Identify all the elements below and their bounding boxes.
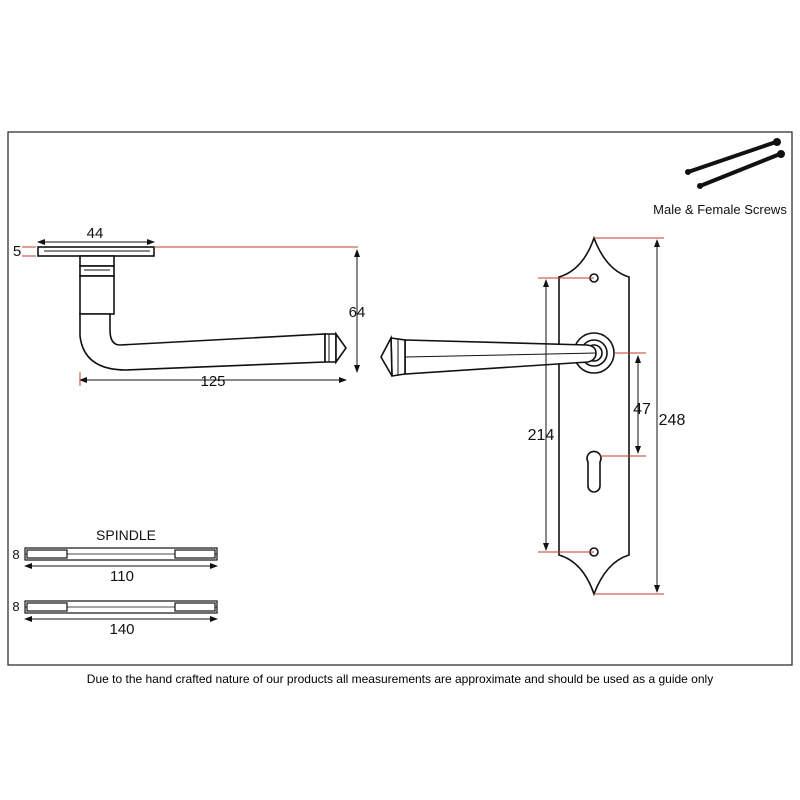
dim-plate-height: 248	[659, 412, 686, 429]
spindle-long	[24, 600, 218, 614]
dim-spindle-short-size: 8	[12, 547, 19, 562]
dim-centre-to-keyhole: 47	[633, 401, 651, 418]
lever-side-view	[37, 246, 347, 371]
dim-spindle-short-length: 110	[110, 568, 134, 585]
spindle-short	[24, 547, 218, 561]
dim-spindle-long-length: 140	[109, 621, 134, 638]
side-dimensions	[22, 239, 360, 386]
spindle-label: SPINDLE	[96, 527, 156, 543]
dim-rose-thickness: 5	[13, 243, 21, 260]
backplate-front-view	[380, 235, 630, 597]
disclaimer-text: Due to the hand crafted nature of our pr…	[86, 672, 714, 686]
drawing-frame	[7, 131, 793, 666]
screws-icon	[685, 138, 785, 189]
dim-fixing-centres: 214	[528, 427, 555, 444]
dim-lever-length: 125	[200, 373, 225, 390]
front-dimensions	[538, 237, 664, 595]
dim-spindle-long-size: 8	[12, 599, 19, 614]
dim-projection: 64	[349, 304, 366, 321]
screws-label: Male & Female Screws	[653, 202, 787, 217]
dim-rose-width: 44	[87, 225, 104, 242]
